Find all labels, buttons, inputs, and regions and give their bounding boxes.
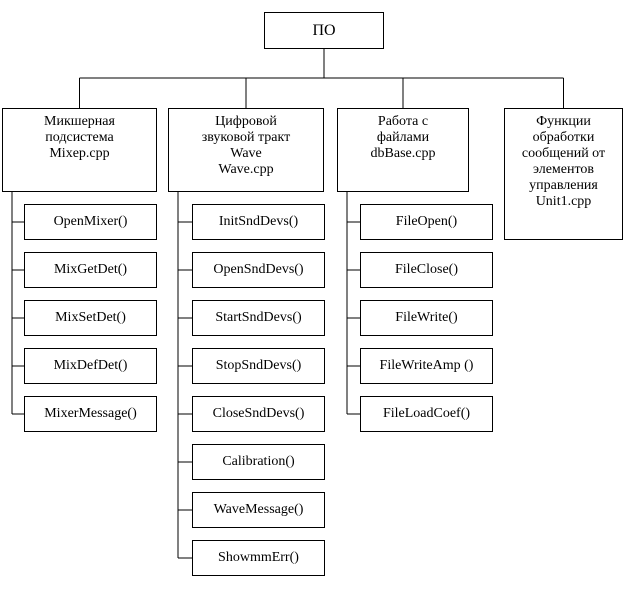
module-title-line: обработки	[532, 130, 595, 145]
module-title-line: Цифровой	[215, 114, 277, 129]
function-label: FileWriteAmp ()	[379, 358, 474, 373]
module-title-line: подсистема	[45, 130, 114, 145]
function-box: StartSndDevs()	[192, 300, 325, 336]
function-label: StopSndDevs()	[215, 358, 302, 373]
function-box: OpenSndDevs()	[192, 252, 325, 288]
function-label: FileWrite()	[395, 310, 458, 325]
function-box: CloseSndDevs()	[192, 396, 325, 432]
function-label: FileLoadCoef()	[382, 406, 471, 421]
function-box: FileLoadCoef()	[360, 396, 493, 432]
function-label: MixGetDet()	[53, 262, 128, 277]
function-label: InitSndDevs()	[218, 214, 299, 229]
module-title-line: управления	[529, 178, 598, 193]
function-label: OpenSndDevs()	[213, 262, 304, 277]
function-box: OpenMixer()	[24, 204, 157, 240]
module-title-line: Unit1.cpp	[535, 194, 592, 209]
function-box: FileWriteAmp ()	[360, 348, 493, 384]
function-label: WaveMessage()	[213, 502, 304, 517]
function-box: ShowmmErr()	[192, 540, 325, 576]
function-label: StartSndDevs()	[215, 310, 302, 325]
module-title-line: сообщений от	[521, 146, 606, 161]
function-label: FileOpen()	[395, 214, 458, 229]
function-box: InitSndDevs()	[192, 204, 325, 240]
root-box-text: ПО	[312, 21, 336, 39]
function-label: OpenMixer()	[53, 214, 128, 229]
module-title-line: файлами	[376, 130, 430, 145]
module-title-line: dbBase.cpp	[370, 146, 436, 161]
module-title-line: Wave	[230, 146, 262, 161]
function-box: FileWrite()	[360, 300, 493, 336]
module-title-line: Работа с	[377, 114, 429, 129]
root-box: ПО	[264, 12, 384, 49]
function-label: CloseSndDevs()	[212, 406, 305, 421]
function-label: FileClose()	[395, 262, 458, 277]
function-box: WaveMessage()	[192, 492, 325, 528]
module-title-line: Mixep.cpp	[49, 146, 110, 161]
function-box: FileOpen()	[360, 204, 493, 240]
module-title-line: звуковой тракт	[201, 130, 291, 145]
function-box: MixSetDet()	[24, 300, 157, 336]
function-label: MixSetDet()	[55, 310, 126, 325]
function-label: MixerMessage()	[44, 406, 137, 421]
function-box: StopSndDevs()	[192, 348, 325, 384]
module-title-line: Wave.cpp	[218, 162, 274, 177]
function-box: MixGetDet()	[24, 252, 157, 288]
function-box: MixDefDet()	[24, 348, 157, 384]
module-title-line: Микшерная	[44, 114, 115, 129]
function-box: Calibration()	[192, 444, 325, 480]
function-label: ShowmmErr()	[218, 550, 299, 565]
function-label: MixDefDet()	[53, 358, 128, 373]
module-title-line: Функции	[536, 114, 591, 129]
module-title-line: элементов	[532, 162, 595, 177]
function-label: Calibration()	[222, 454, 295, 469]
function-box: FileClose()	[360, 252, 493, 288]
function-box: MixerMessage()	[24, 396, 157, 432]
